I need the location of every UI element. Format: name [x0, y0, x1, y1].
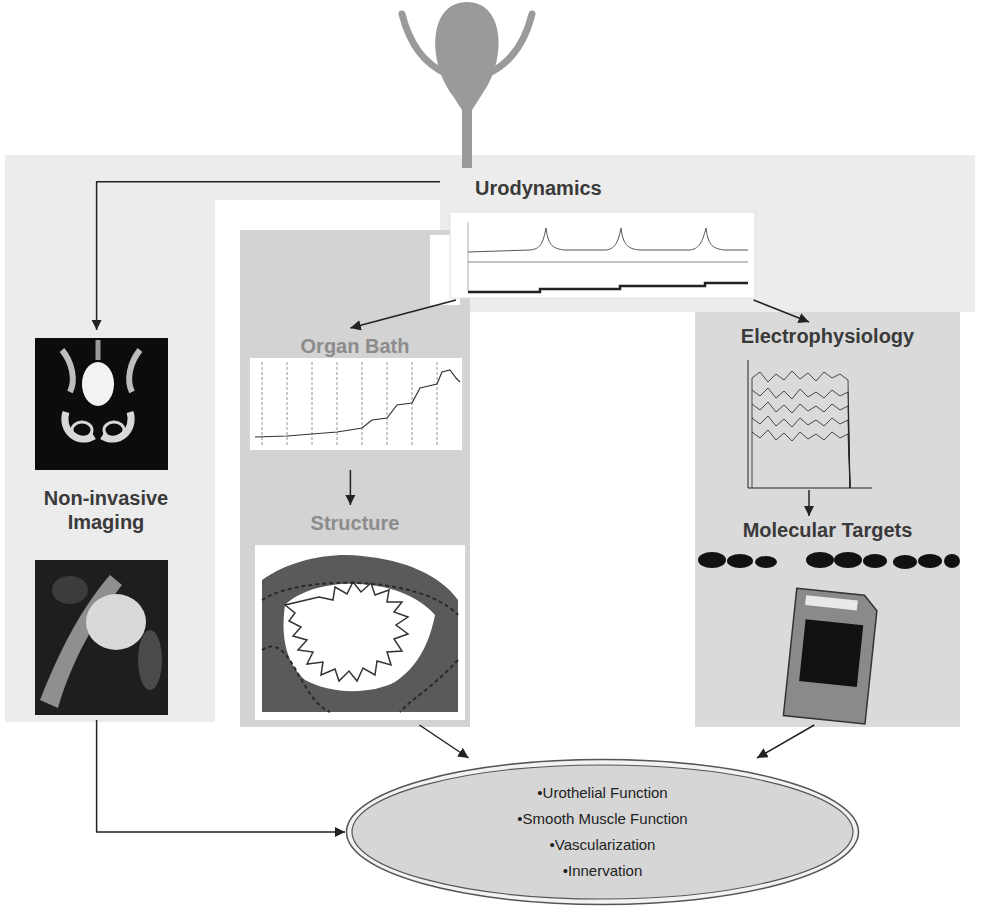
mucosal-folds [285, 582, 408, 681]
obturator [104, 422, 124, 438]
mri-image [35, 560, 168, 715]
method-box: Structure [240, 505, 470, 725]
blot-band [918, 554, 942, 568]
blot-band [863, 554, 887, 568]
organ-bath-trace [250, 358, 462, 450]
volume-line [468, 283, 748, 292]
ellipse-ring [347, 760, 859, 905]
histology-image [255, 545, 465, 720]
method-title: Non-invasive Imaging [12, 486, 200, 534]
ellipse-fill [352, 765, 853, 899]
trace-sheet [250, 358, 462, 450]
blot-band [806, 552, 834, 568]
method-title: Structure [240, 511, 470, 535]
sweep [752, 402, 850, 488]
method-panel: Non-invasive Imaging [12, 330, 200, 720]
tissue [138, 630, 162, 690]
ct-ground [35, 338, 168, 470]
ureters [402, 14, 532, 74]
method-box: Organ Bath [240, 328, 470, 470]
electrophysiology-panel [695, 312, 960, 727]
flow-arrow [754, 300, 809, 322]
method-title: Organ Bath [240, 334, 470, 358]
dose-marker [437, 362, 438, 446]
flow-arrow [97, 720, 345, 832]
urodynamics-trace [430, 212, 755, 305]
blot-band [944, 554, 960, 568]
dose-marker [287, 362, 288, 446]
dose-marker [362, 362, 363, 446]
ellipse-outline [345, 758, 860, 906]
flow-arrow [350, 300, 456, 328]
blot-band [893, 555, 917, 569]
method-band: Urodynamics [440, 170, 760, 300]
sweep [752, 430, 850, 488]
sweep [752, 416, 850, 488]
mri-ground [35, 560, 168, 715]
organ-bath-panel [240, 230, 470, 727]
patch-clamp-trace [748, 360, 872, 488]
current-sweeps [752, 371, 850, 488]
tension-line [255, 370, 460, 437]
trace-axis [468, 222, 469, 292]
blot-band [727, 554, 753, 568]
dose-marker [412, 362, 413, 446]
outcome-ellipse: •Urothelial Function•Smooth Muscle Funct… [345, 758, 860, 906]
dose-marker [337, 362, 338, 446]
flow-arrow [350, 470, 352, 505]
flow-arrow [808, 490, 810, 516]
western-blot [698, 552, 960, 569]
flow-arrow [419, 725, 468, 758]
flow-arrow [97, 182, 440, 330]
chip-array [799, 619, 863, 687]
tissue-wall [262, 555, 458, 712]
method-box: Electrophysiology [695, 322, 960, 490]
pubic-ring [65, 412, 131, 439]
microarray-chip [783, 588, 878, 724]
bladder-icon [435, 2, 498, 168]
bladder-contrast [82, 362, 114, 406]
bullet-item: •Urothelial Function [537, 780, 667, 806]
y-axis [748, 360, 749, 488]
ct-image [35, 338, 168, 470]
sweep [752, 371, 850, 488]
bladder-signal [86, 594, 146, 650]
dose-markers [262, 362, 437, 446]
obturator [72, 422, 92, 438]
chip-label [805, 595, 858, 610]
ureter-right [487, 14, 532, 74]
ureter-left [402, 14, 447, 74]
bullet-item: •Innervation [563, 858, 642, 884]
tissue [52, 576, 88, 604]
spine [96, 340, 101, 360]
dose-marker [387, 362, 388, 446]
blot-band [698, 552, 726, 568]
method-title: Urodynamics [475, 176, 760, 200]
method-box: Molecular Targets [695, 516, 960, 725]
trace-sheet [450, 212, 755, 298]
flow-arrow [757, 725, 814, 758]
dose-marker [262, 362, 263, 446]
histology-ground [255, 545, 465, 720]
blot-band [755, 556, 777, 568]
sweep [752, 388, 850, 488]
method-title: Electrophysiology [695, 324, 960, 348]
pressure-line [468, 228, 748, 252]
bullet-item: •Smooth Muscle Function [517, 806, 687, 832]
bladder-body [435, 2, 498, 168]
muscle-texture [262, 583, 458, 712]
chip-card [783, 588, 878, 724]
trace-divider [468, 262, 748, 263]
blot-band [834, 552, 862, 568]
x-axis [748, 488, 872, 489]
method-title: Molecular Targets [695, 518, 960, 542]
bullet-item: •Vascularization [550, 832, 656, 858]
